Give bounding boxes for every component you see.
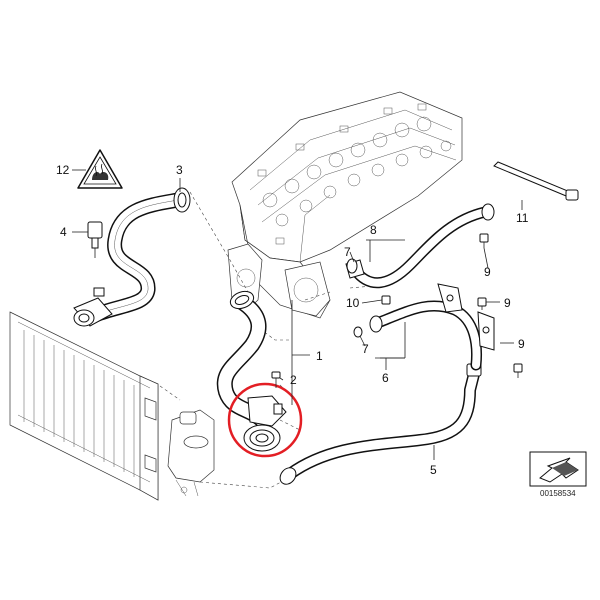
clip-10 — [381, 295, 391, 305]
callout-4: 4 — [60, 225, 67, 239]
hose-1-with-connector — [216, 290, 287, 452]
clamp-7-lower — [353, 326, 363, 338]
bolt-9-upper — [479, 233, 489, 248]
callout-9-upper: 9 — [484, 265, 491, 279]
bolt-2 — [271, 371, 281, 388]
callout-9-middle: 9 — [504, 296, 511, 310]
callout-2: 2 — [290, 373, 297, 387]
clamp-7-upper — [346, 258, 358, 274]
hot-surface-warning-icon — [77, 149, 123, 189]
bolt-9-middle — [477, 297, 487, 310]
expansion-tank — [167, 409, 215, 497]
callout-11: 11 — [516, 211, 529, 225]
callout-6: 6 — [382, 371, 389, 385]
callout-12: 12 — [56, 163, 70, 177]
callout-5: 5 — [430, 463, 437, 477]
engine-cylinder-head — [227, 91, 463, 319]
callout-7-lower: 7 — [362, 342, 369, 356]
callout-10: 10 — [346, 296, 360, 310]
callout-1: 1 — [316, 349, 323, 363]
callout-7-upper: 7 — [344, 245, 351, 259]
document-number: 00158534 — [540, 489, 576, 498]
leader-lines — [72, 169, 523, 460]
hose-3-radiator-upper — [73, 187, 191, 327]
radiator — [9, 311, 159, 501]
callout-8: 8 — [370, 223, 377, 237]
hose-6-with-bracket — [369, 283, 495, 371]
hose-5-long — [279, 363, 482, 485]
highlight-circle — [227, 382, 303, 458]
temperature-sensor-4 — [87, 221, 103, 258]
callout-3: 3 — [176, 163, 183, 177]
cable-tie-11 — [493, 161, 579, 201]
callout-9-lower: 9 — [518, 337, 525, 351]
bolt-9-lower — [513, 363, 523, 378]
orientation-arrow-icon — [529, 451, 587, 487]
